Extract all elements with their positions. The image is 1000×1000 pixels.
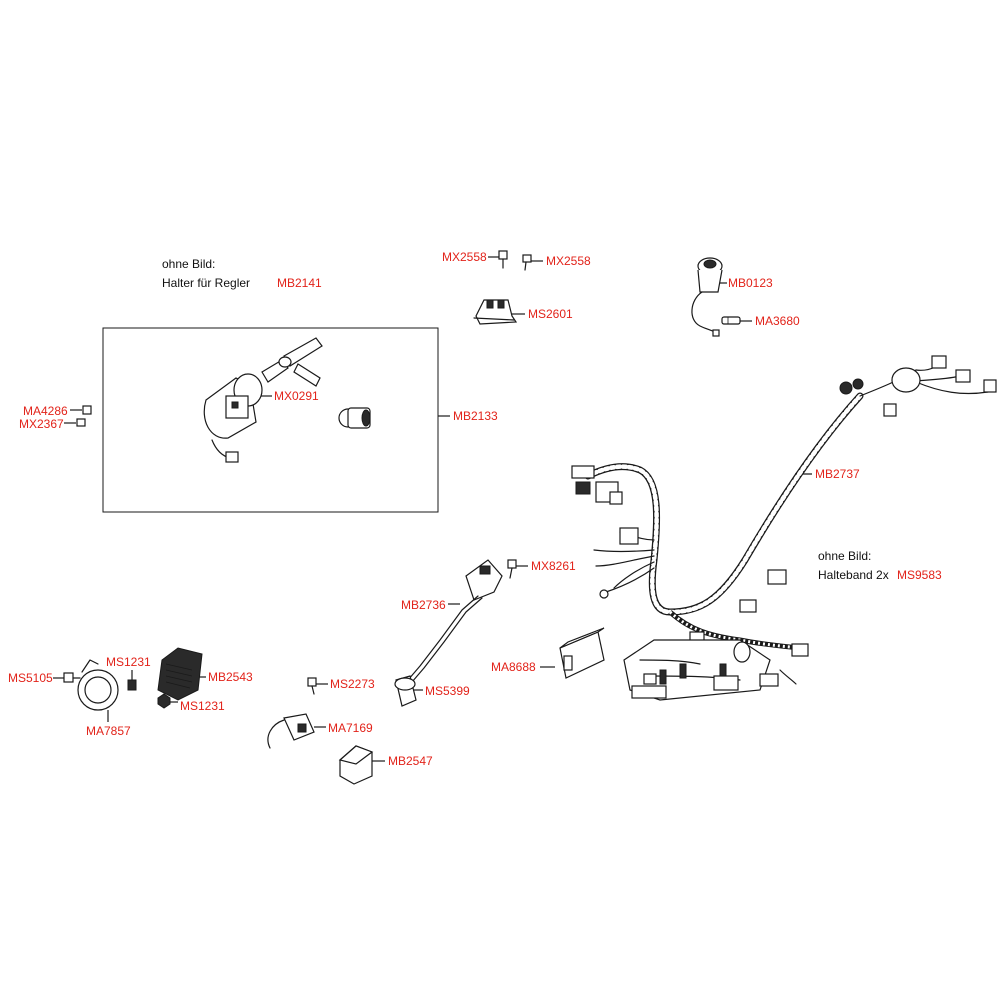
part-label-ma4286[interactable]: MA4286 — [23, 404, 68, 418]
screw-mx8261 — [507, 559, 517, 579]
part-label-mb2547[interactable]: MB2547 — [388, 754, 433, 768]
ignition-switch-mb0123 — [691, 257, 723, 337]
part-label-ms2601[interactable]: MS2601 — [528, 307, 573, 321]
part-label-ma7857[interactable]: MA7857 — [86, 724, 131, 738]
note-no-image-1-item: Halter für Regler — [162, 276, 251, 290]
screw-mx2367 — [76, 418, 86, 427]
note-no-image-1-code: MB2141 — [277, 276, 322, 290]
ignition-set-frame — [102, 327, 439, 513]
wiring-harness-mb2737 — [571, 355, 997, 701]
part-label-mx0291[interactable]: MX0291 — [274, 389, 319, 403]
part-label-ms5105[interactable]: MS5105 — [8, 671, 53, 685]
part-label-ma3680[interactable]: MA3680 — [755, 314, 800, 328]
part-label-ms1231-a[interactable]: MS1231 — [106, 655, 151, 669]
part-label-mb2543[interactable]: MB2543 — [208, 670, 253, 684]
part-label-ms1231-b[interactable]: MS1231 — [180, 699, 225, 713]
note-no-image-2-title: ohne Bild: — [818, 549, 872, 563]
nut-ms1231-a — [127, 679, 137, 691]
starter-relay-mb2547 — [338, 745, 374, 785]
note-no-image-2-code: MS9583 — [897, 568, 942, 582]
note-no-image-2-item: Halteband 2x — [818, 568, 889, 582]
relay-ms2601 — [473, 299, 518, 325]
screw-ms5105 — [63, 672, 81, 683]
regulator-mb2543 — [157, 647, 203, 701]
part-label-mb2736[interactable]: MB2736 — [401, 598, 446, 612]
part-label-mb0123[interactable]: MB0123 — [728, 276, 773, 290]
screw-ms2273 — [307, 677, 317, 695]
part-label-ma8688[interactable]: MA8688 — [491, 660, 536, 674]
part-label-mb2737[interactable]: MB2737 — [815, 467, 860, 481]
lock-cylinder-mx0291 — [203, 337, 371, 463]
nut-ms1231-b — [157, 693, 171, 709]
fuse-ma3680 — [721, 316, 741, 325]
screw-mx2558-a — [498, 250, 508, 269]
part-label-ms2273[interactable]: MS2273 — [330, 677, 375, 691]
note-no-image-1-title: ohne Bild: — [162, 257, 216, 271]
part-label-mx8261[interactable]: MX8261 — [531, 559, 576, 573]
relay-ma7169 — [267, 713, 315, 749]
screw-mx2558-b — [522, 254, 532, 271]
cdi-unit-ma8688 — [559, 627, 605, 679]
ignition-coil-mb2736 — [394, 559, 503, 707]
part-label-mx2558-b[interactable]: MX2558 — [546, 254, 591, 268]
horn-ma7857 — [77, 659, 119, 711]
screw-ma4286 — [82, 405, 92, 415]
part-label-mb2133[interactable]: MB2133 — [453, 409, 498, 423]
part-label-ms5399[interactable]: MS5399 — [425, 684, 470, 698]
part-label-mx2367[interactable]: MX2367 — [19, 417, 64, 431]
part-label-mx2558-a[interactable]: MX2558 — [442, 250, 487, 264]
part-label-ma7169[interactable]: MA7169 — [328, 721, 373, 735]
